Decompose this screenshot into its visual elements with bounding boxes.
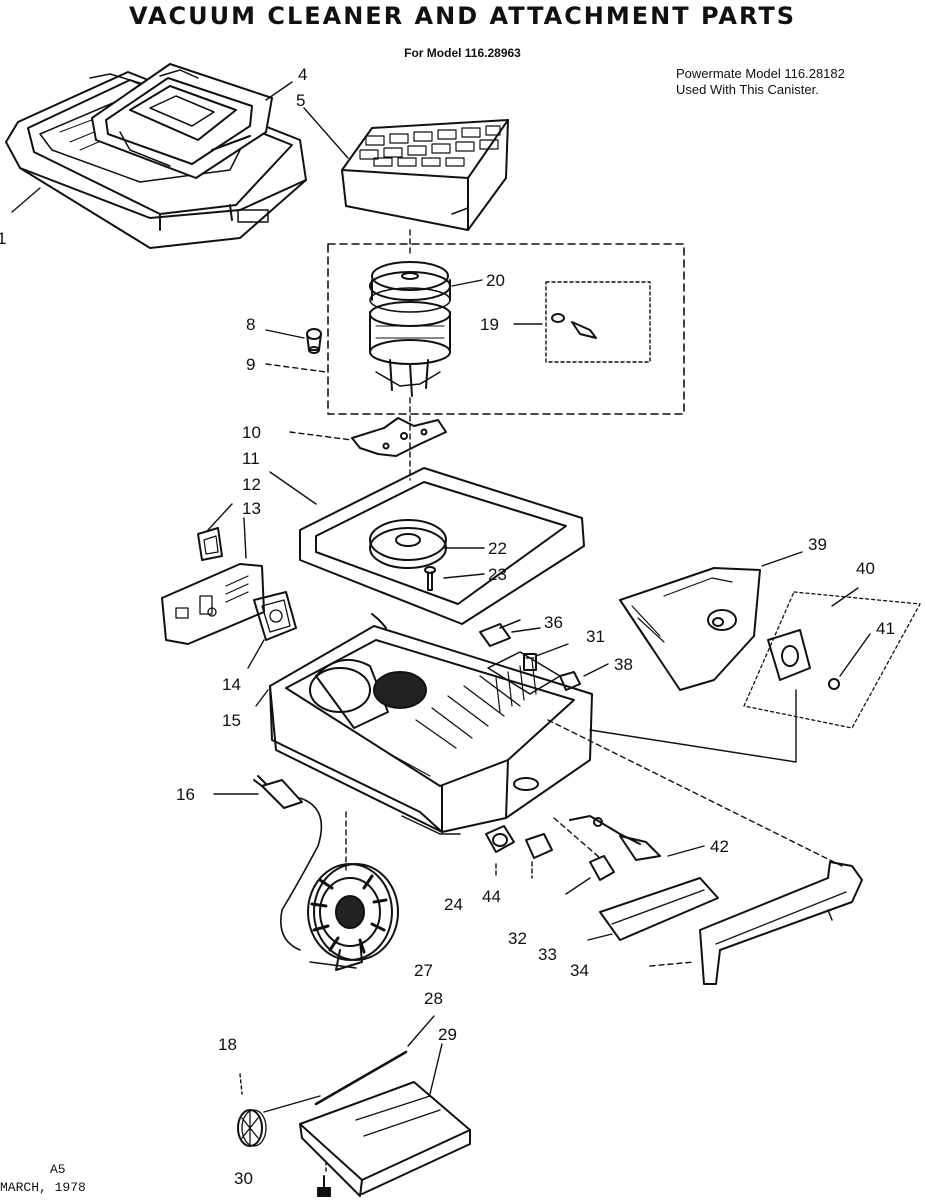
label-13: 13 (242, 499, 261, 518)
label-11: 11 (242, 449, 260, 468)
label-1: 1 (0, 229, 6, 248)
part-20-motor (369, 261, 451, 397)
label-30: 30 (234, 1169, 253, 1188)
part-5-filter (341, 119, 509, 231)
part-38-latch (559, 671, 581, 691)
part-13-circuit-board (161, 563, 265, 645)
label-16: 16 (176, 785, 195, 804)
part-30-screw (317, 1175, 331, 1197)
part-14-fan (253, 591, 297, 641)
label-23: 23 (488, 565, 507, 584)
part-27-cord-reel (307, 863, 399, 971)
part-28-axle (314, 1050, 408, 1106)
part-4-filter-holder (91, 63, 273, 179)
label-4: 4 (298, 65, 307, 84)
motor-assembly-box (327, 243, 685, 415)
diagram-title: VACUUM CLEANER AND ATTACHMENT PARTS (129, 2, 796, 30)
label-31: 31 (586, 627, 605, 646)
label-24: 24 (444, 895, 463, 914)
label-44: 44 (482, 887, 501, 906)
label-18: 18 (218, 1035, 237, 1054)
label-29: 29 (438, 1025, 457, 1044)
part-32-pedal-bracket (589, 855, 615, 881)
part-44-pedal (525, 833, 553, 859)
part-34-bumper-handle (699, 861, 863, 985)
label-42: 42 (710, 837, 729, 856)
label-32: 32 (508, 929, 527, 948)
label-39: 39 (808, 535, 827, 554)
part-18-wheel (237, 1109, 267, 1147)
powermate-note-line2: Used With This Canister. (676, 82, 819, 97)
part-19-brush-box (545, 281, 651, 363)
label-15: 15 (222, 711, 241, 730)
label-38: 38 (614, 655, 633, 674)
part-24-switch-knob (485, 825, 515, 853)
label-14: 14 (222, 675, 241, 694)
label-27: 27 (414, 961, 433, 980)
powermate-note: Powermate Model 116.28182 Used With This… (676, 66, 845, 98)
leader-lines (11, 81, 871, 1173)
label-36: 36 (544, 613, 563, 632)
label-9: 9 (246, 355, 255, 374)
part-36-connector (479, 619, 521, 647)
label-40: 40 (856, 559, 875, 578)
label-34: 34 (570, 961, 589, 980)
part-10-bracket (351, 417, 447, 457)
part-labels: 4 5 1 20 19 8 9 10 11 12 13 14 15 16 22 … (0, 65, 895, 1188)
label-10: 10 (242, 423, 261, 442)
label-28: 28 (424, 989, 443, 1008)
part-16-cord (253, 775, 323, 951)
part-12-switch (197, 527, 223, 561)
label-22: 22 (488, 539, 507, 558)
label-5: 5 (296, 91, 305, 110)
model-subtitle: For Model 116.28963 (404, 46, 521, 60)
label-12: 12 (242, 475, 261, 494)
part-39-bag-housing (619, 567, 761, 691)
part-22-mounting-plate (369, 519, 447, 569)
footer-date: MARCH, 1978 (0, 1180, 86, 1195)
part-42-harness (569, 815, 661, 861)
part-33-bar (599, 877, 719, 941)
part-29-bottom-plate (299, 1081, 471, 1197)
label-19: 19 (480, 315, 499, 334)
part-11-gasket (299, 467, 585, 625)
part-40-adapter-box (743, 591, 921, 729)
label-8: 8 (246, 315, 255, 334)
part-8-bumper (306, 328, 322, 354)
label-33: 33 (538, 945, 557, 964)
part-23-screw (424, 566, 436, 591)
label-41: 41 (876, 619, 895, 638)
footer-code: A5 (50, 1162, 66, 1177)
part-19-brushes (551, 313, 597, 339)
part-31-clip (523, 653, 537, 671)
label-20: 20 (486, 271, 505, 290)
powermate-note-line1: Powermate Model 116.28182 (676, 66, 845, 81)
part-15-canister-body (269, 613, 593, 835)
